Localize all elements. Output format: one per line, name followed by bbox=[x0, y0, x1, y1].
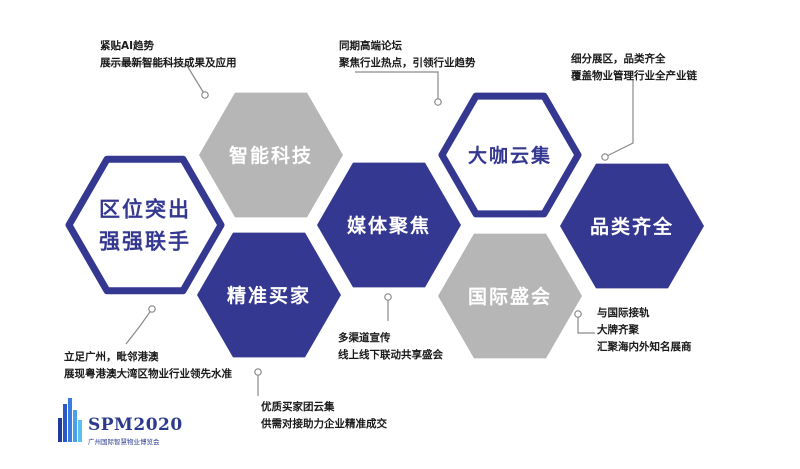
annotation-line: 覆盖物业管理行业全产业链 bbox=[571, 70, 697, 82]
connector-dot bbox=[574, 310, 582, 318]
annotation-line: 线上线下联动共享盛会 bbox=[338, 349, 443, 361]
annotation-line: 与国际接轨 bbox=[597, 307, 650, 319]
hexagon-label: 智能科技 bbox=[229, 144, 313, 167]
hexagon-shape bbox=[199, 92, 343, 218]
hexagon-shape bbox=[65, 155, 225, 295]
annotation-line: 展现粤港澳大湾区物业行业领先水准 bbox=[64, 368, 232, 380]
hexagon-label: 大咖云集 bbox=[468, 144, 552, 167]
logo-mark-icon bbox=[58, 398, 82, 442]
hexagon-label: 品类齐全 bbox=[590, 215, 674, 238]
annotation-intl: 与国际接轨 大牌齐聚 汇聚海内外知名展商 bbox=[597, 305, 692, 356]
annotation-channels: 多渠道宣传 线上线下联动共享盛会 bbox=[338, 330, 443, 364]
annotation-ai-trend: 紧贴AI趋势 展示最新智能科技成果及应用 bbox=[100, 38, 237, 72]
hexagon-label: 媒体聚焦 bbox=[347, 214, 431, 237]
hexagon-label: 国际盛会 bbox=[468, 285, 552, 308]
annotation-guangzhou: 立足广州，毗邻港澳 展现粤港澳大湾区物业行业领先水准 bbox=[64, 349, 232, 383]
annotation-line: 细分展区，品类齐全 bbox=[571, 53, 666, 65]
hexagon-big-names: 大咖云集 bbox=[438, 92, 582, 218]
annotation-line: 展示最新智能科技成果及应用 bbox=[100, 57, 237, 69]
annotation-line: 同期高端论坛 bbox=[339, 40, 402, 52]
connector-line bbox=[355, 71, 439, 102]
connector-dot bbox=[601, 153, 609, 161]
annotation-line: 大牌齐聚 bbox=[597, 324, 639, 336]
annotation-buyers: 优质买家团云集 供需对接助力企业精准成交 bbox=[261, 399, 387, 433]
hexagon-shape bbox=[197, 232, 341, 358]
hexagon-label: 区位突出 bbox=[99, 198, 191, 222]
hexagon-categories: 品类齐全 bbox=[560, 163, 704, 289]
hexagon-shape bbox=[438, 233, 582, 359]
hexagon-label: 精准买家 bbox=[227, 284, 311, 307]
annotation-line: 立足广州，毗邻港澳 bbox=[64, 351, 159, 363]
hexagon-media: 媒体聚焦 bbox=[317, 162, 461, 288]
connector-line bbox=[577, 314, 595, 334]
annotation-forum: 同期高端论坛 聚焦行业热点，引领行业趋势 bbox=[339, 38, 476, 72]
annotation-line: 多渠道宣传 bbox=[338, 332, 391, 344]
hexagon-smart-tech: 智能科技 bbox=[199, 92, 343, 218]
connector-line bbox=[106, 63, 206, 96]
logo-subtitle: 广州国际智慧物业博览会 bbox=[88, 438, 160, 446]
connector-dot bbox=[434, 98, 442, 106]
connector-line bbox=[125, 308, 153, 345]
logo-title: SPM2020 bbox=[88, 415, 183, 435]
annotation-line: 聚焦行业热点，引领行业趋势 bbox=[339, 57, 476, 69]
hexagon-intl-event: 国际盛会 bbox=[438, 233, 582, 359]
hexagon-shape bbox=[560, 163, 704, 289]
connector-dot bbox=[384, 293, 392, 301]
connector-dot bbox=[254, 368, 262, 376]
annotation-line: 供需对接助力企业精准成交 bbox=[261, 418, 387, 430]
annotation-exhibition-zones: 细分展区，品类齐全 覆盖物业管理行业全产业链 bbox=[571, 51, 697, 85]
annotation-line: 紧贴AI趋势 bbox=[100, 40, 155, 52]
hexagon-shape bbox=[317, 162, 461, 288]
annotation-line: 汇聚海内外知名展商 bbox=[597, 341, 692, 353]
hexagon-label: 强强联手 bbox=[99, 230, 191, 254]
annotation-line: 优质买家团云集 bbox=[261, 401, 335, 413]
hexagon-precise-buyers: 精准买家 bbox=[197, 232, 341, 358]
connector-dot bbox=[201, 91, 209, 99]
hexagon-shape bbox=[438, 92, 582, 218]
connector-dot bbox=[148, 305, 156, 313]
connector-line bbox=[604, 80, 634, 158]
connector-lines bbox=[106, 63, 634, 396]
